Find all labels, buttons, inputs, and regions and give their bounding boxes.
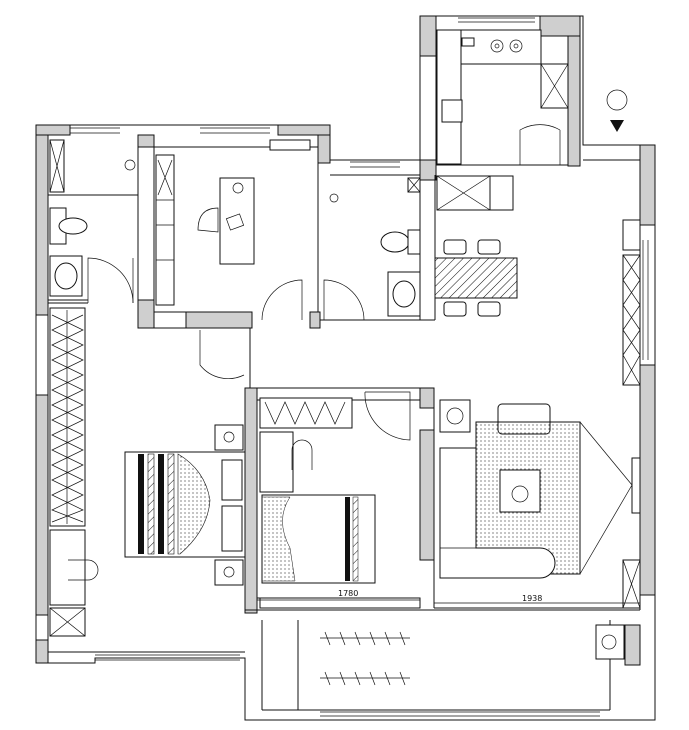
balcony	[320, 624, 625, 686]
dimension-living: 1938	[522, 594, 542, 603]
wardrobe-left	[49, 307, 99, 637]
kitchen	[436, 29, 569, 165]
study	[155, 139, 311, 306]
bathroom-middle	[329, 177, 421, 317]
exterior-walls	[35, 15, 656, 721]
dimension-lines	[257, 599, 640, 604]
dimension-bedroom: 1780	[338, 589, 358, 598]
doors	[87, 124, 561, 441]
kitchen-cabinets	[436, 175, 514, 211]
master-bed	[124, 424, 246, 586]
bathroom-left	[49, 139, 136, 297]
dining-table	[434, 239, 518, 317]
interior-walls	[48, 56, 641, 711]
windows	[70, 17, 649, 717]
compass-icon	[606, 89, 628, 132]
second-bedroom	[259, 397, 421, 609]
living-room	[439, 219, 641, 609]
wall-blocks	[35, 15, 656, 666]
